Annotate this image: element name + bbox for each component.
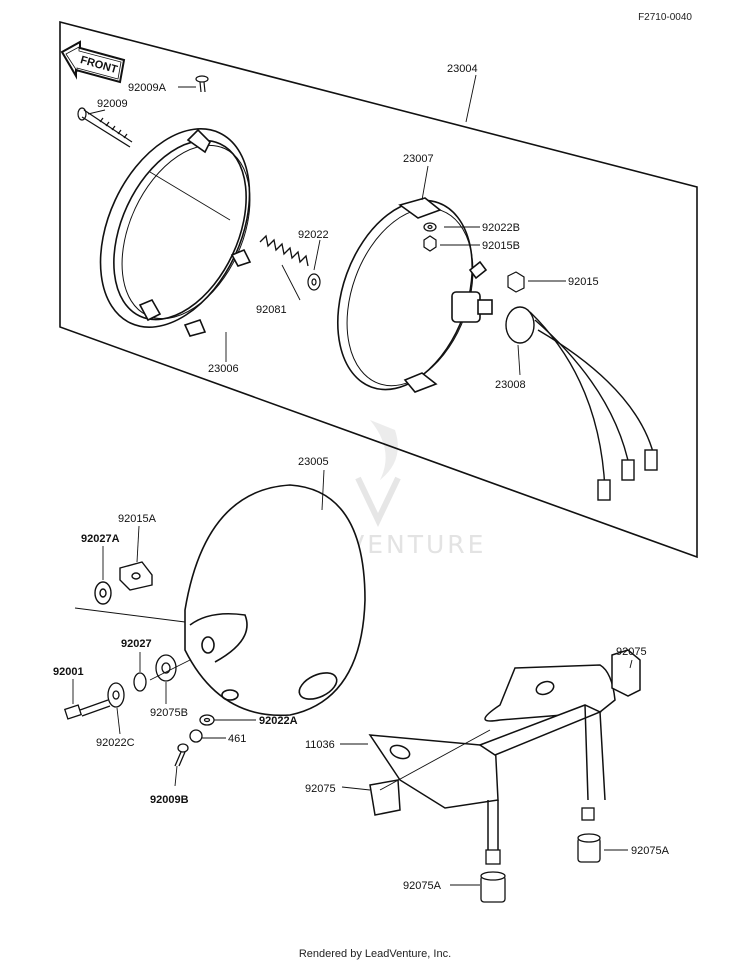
callout-92075A-right: 92075A xyxy=(631,845,670,857)
nut-92015B xyxy=(423,235,437,252)
bolt-92009 xyxy=(77,107,133,148)
leader-lines xyxy=(72,74,633,886)
collar-92027A xyxy=(94,581,112,605)
callout-23007: 23007 xyxy=(403,153,434,165)
spring-92081 xyxy=(259,234,309,267)
callout-23008: 23008 xyxy=(495,379,526,391)
callout-92075B: 92075B xyxy=(150,707,188,719)
collar-92027 xyxy=(133,672,147,692)
callout-92009B: 92009B xyxy=(150,794,189,806)
leader-axis-lower xyxy=(149,659,191,681)
callout-92015: 92015 xyxy=(568,276,599,288)
headlight-rim-23006 xyxy=(99,128,252,337)
callout-92081: 92081 xyxy=(256,304,287,316)
callout-23006: 23006 xyxy=(208,363,239,375)
socket-23008 xyxy=(505,306,658,501)
nut-461 xyxy=(189,729,203,743)
damper-92015A xyxy=(119,561,153,591)
callout-92022C: 92022C xyxy=(96,737,135,749)
bracket-11036 xyxy=(368,649,641,850)
washer-92022B xyxy=(423,222,437,232)
headlight-shell-23005 xyxy=(184,484,366,717)
callout-92075A-left: 92075A xyxy=(403,880,442,892)
callout-461: 461 xyxy=(228,733,246,745)
callout-92015B: 92015B xyxy=(482,240,520,252)
headlight-unit-23007 xyxy=(336,197,493,393)
callout-92075-top: 92075 xyxy=(616,646,647,658)
collar-92075A-left xyxy=(480,849,506,903)
callout-92001: 92001 xyxy=(53,666,84,678)
screw-92009A xyxy=(195,75,209,93)
callout-92015A: 92015A xyxy=(118,513,157,525)
callout-92009A: 92009A xyxy=(128,82,167,94)
nut-92022 xyxy=(307,273,321,291)
callout-11036: 11036 xyxy=(305,739,335,751)
subassembly-frame xyxy=(59,20,698,559)
callout-92075-left: 92075 xyxy=(305,783,336,795)
callout-92022: 92022 xyxy=(298,229,329,241)
callout-92022A: 92022A xyxy=(259,715,298,727)
callout-23005: 23005 xyxy=(298,456,329,468)
collar-92075A-right xyxy=(577,807,601,863)
callout-92022B: 92022B xyxy=(482,222,520,234)
callout-23004: 23004 xyxy=(447,63,478,75)
callout-92009: 92009 xyxy=(97,98,128,110)
callout-92027: 92027 xyxy=(121,638,152,650)
nut-92015 xyxy=(507,271,525,293)
leader-92027A-axis xyxy=(74,607,186,623)
footer-credit: Rendered by LeadVenture, Inc. xyxy=(298,948,452,960)
bolt-92001 xyxy=(63,699,111,720)
figure-code: F2710-0040 xyxy=(638,12,692,23)
washer-92022C xyxy=(107,682,125,708)
callout-92027A: 92027A xyxy=(81,533,120,545)
screw-92009B xyxy=(174,743,189,767)
washer-92022A xyxy=(199,714,215,726)
front-arrow-icon: FRONT xyxy=(60,40,126,84)
